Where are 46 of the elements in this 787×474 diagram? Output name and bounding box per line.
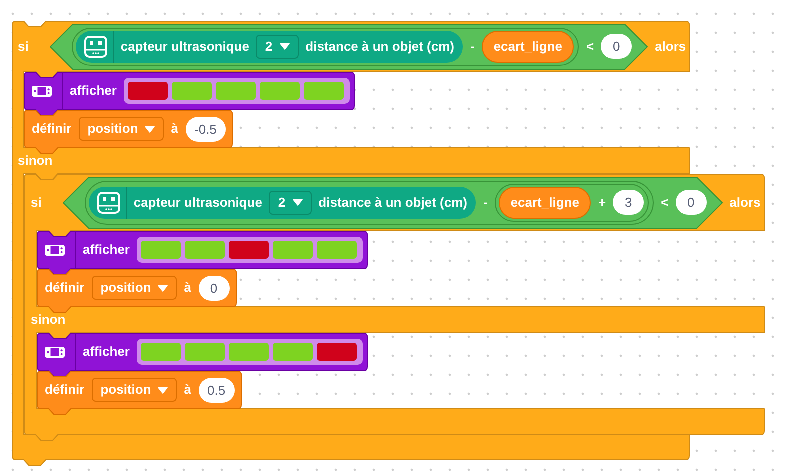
led-display-block: [24, 72, 355, 116]
ultrasonic-sensor-block: [76, 30, 464, 62]
set-variable-block: [24, 110, 233, 154]
block-label: afficher: [83, 344, 130, 360]
dropdown-menu: position: [78, 117, 164, 141]
dropdown-menu: position: [92, 276, 178, 300]
keyword-label: alors: [655, 38, 686, 54]
operator-symbol: <: [661, 194, 669, 210]
keyword-label: si: [18, 38, 29, 54]
led-display-block: [37, 333, 368, 377]
block-label: distance à un objet (cm): [306, 38, 454, 54]
operator-symbol: +: [598, 194, 606, 210]
keyword-label: alors: [730, 194, 761, 210]
dropdown-menu: 2: [269, 190, 312, 214]
block-label: capteur ultrasonique: [134, 194, 262, 210]
block-label: afficher: [70, 83, 117, 99]
comparison-block: [50, 24, 648, 70]
variable-reporter: ecart_ligne: [498, 186, 592, 218]
if-else-block: [24, 174, 765, 441]
set-variable-block: [37, 269, 237, 313]
keyword-label: si: [31, 194, 42, 210]
led-display-block: [37, 231, 368, 275]
block-label: capteur ultrasonique: [120, 38, 250, 54]
ultrasonic-sensor-block: [88, 186, 476, 218]
keyword-label: sinon: [18, 153, 53, 169]
set-variable-block: [37, 371, 242, 415]
block-label: à: [184, 382, 192, 398]
arithmetic-block: [84, 180, 654, 224]
block-label: à: [184, 280, 192, 296]
block-label: définir: [45, 280, 85, 296]
operator-symbol: <: [586, 38, 594, 54]
operator-symbol: -: [483, 194, 488, 210]
dropdown-menu: 2: [256, 34, 299, 58]
operator-symbol: -: [470, 38, 475, 54]
dropdown-menu: position: [92, 378, 178, 402]
block-label: définir: [45, 382, 85, 398]
arithmetic-block: [72, 28, 580, 66]
block-label: définir: [32, 121, 72, 137]
number-field: 3: [613, 190, 644, 215]
variable-reporter: ecart_ligne: [482, 30, 574, 62]
block-label: distance à un objet (cm): [318, 194, 468, 210]
arithmetic-block: [494, 184, 650, 222]
block-label: à: [171, 121, 179, 137]
comparison-block: [62, 176, 723, 228]
keyword-label: sinon: [31, 312, 66, 328]
block-label: afficher: [83, 242, 130, 258]
